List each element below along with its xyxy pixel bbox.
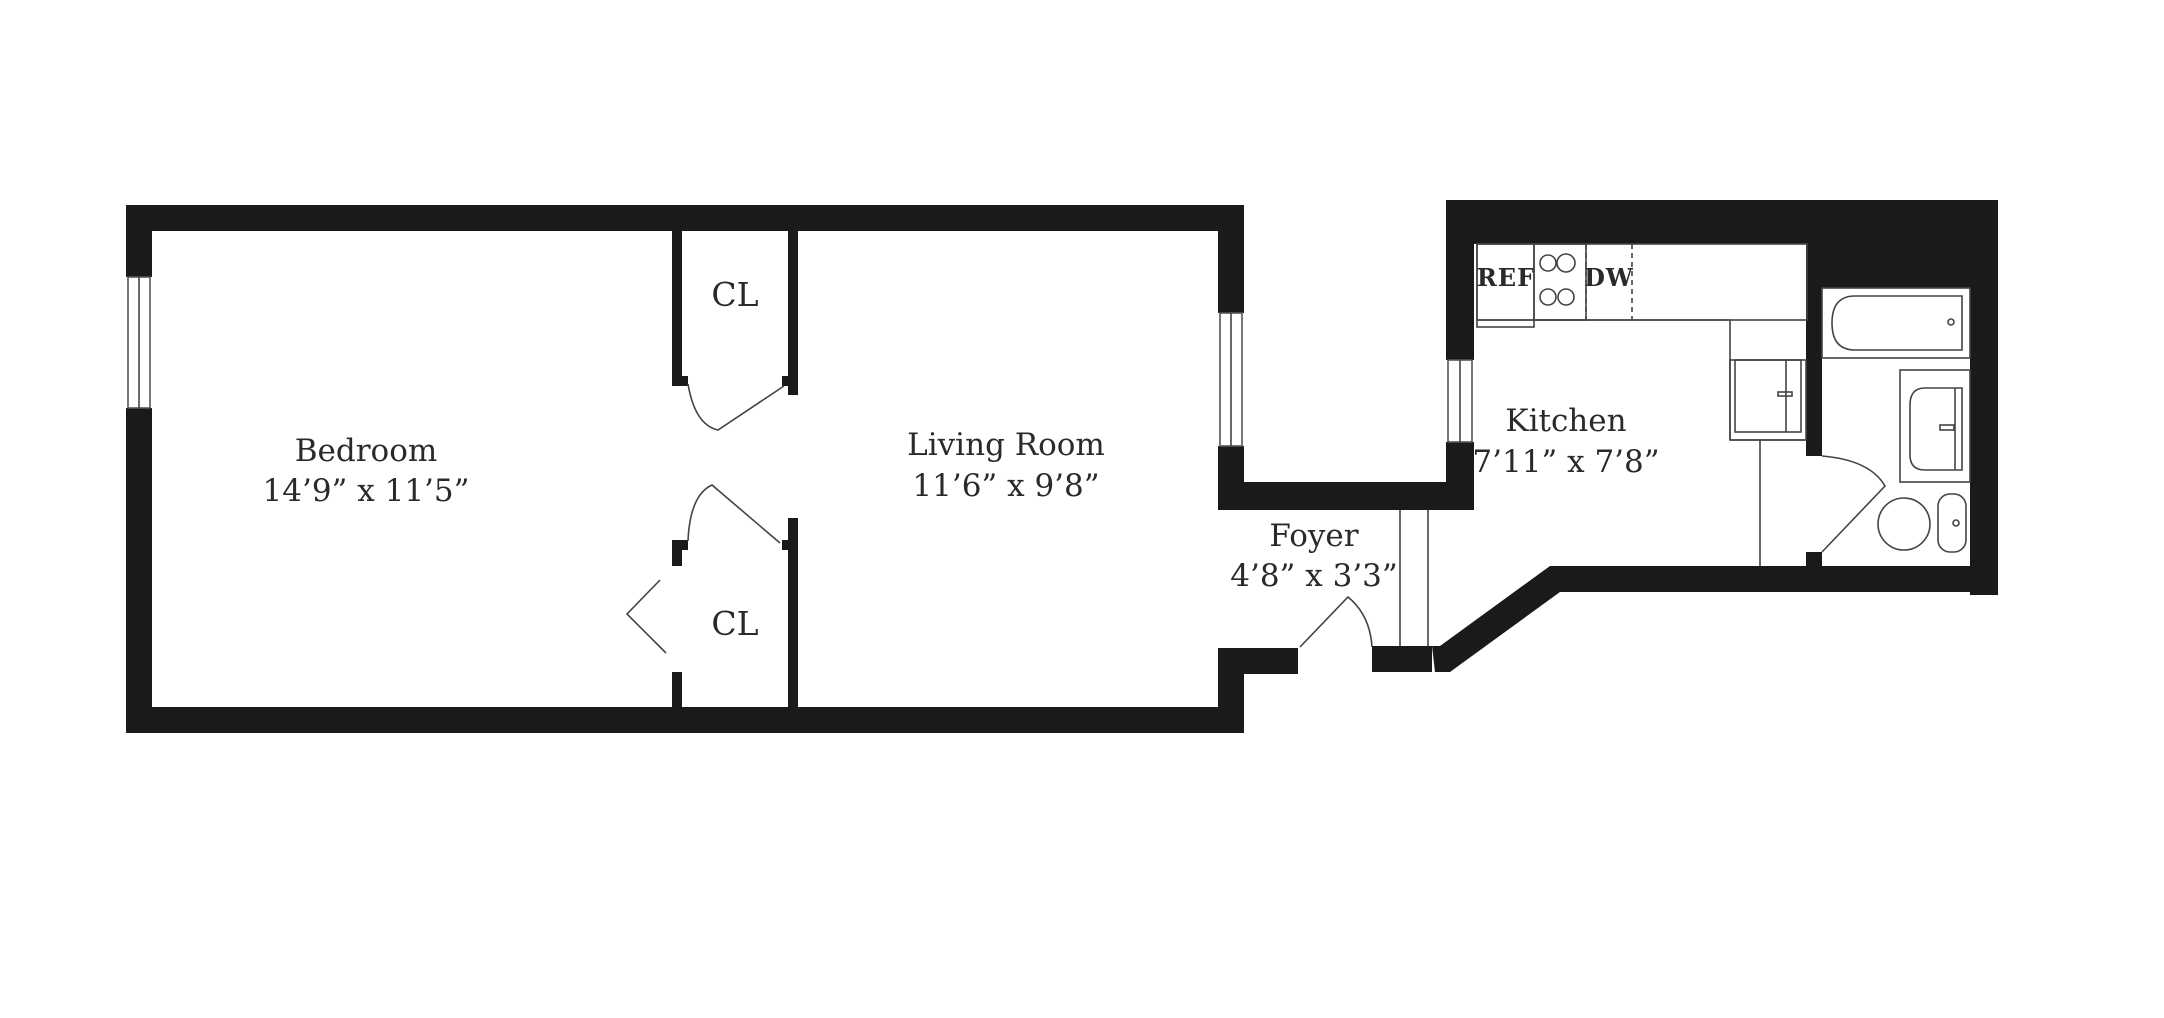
- bathroom-door[interactable]: [1821, 455, 1886, 553]
- dishwasher-label: DW: [1584, 263, 1634, 292]
- bathroom-sink-icon: [1909, 387, 1963, 471]
- bathroom: [1821, 287, 1971, 553]
- stove-icon: [1533, 243, 1587, 321]
- foyer-name: Foyer: [1269, 518, 1358, 554]
- closet-upper-label: CL: [711, 275, 758, 314]
- dishwasher: DW: [1584, 244, 1634, 320]
- room-foyer: Foyer 4’8” x 3’3”: [1230, 518, 1398, 594]
- room-living-room: Living Room 11’6” x 9’8”: [907, 427, 1105, 504]
- closet-lower-side-door[interactable]: [625, 579, 667, 654]
- kitchen-sink: [1734, 359, 1802, 433]
- closet-lower-door[interactable]: [687, 484, 781, 544]
- kitchen-name: Kitchen: [1505, 403, 1626, 439]
- closet-upper-door[interactable]: [687, 383, 785, 431]
- room-bedroom: Bedroom 14’9” x 11’5”: [263, 433, 470, 509]
- toilet-icon: [1877, 497, 1931, 551]
- bathtub-icon: [1831, 295, 1963, 351]
- living-room-name: Living Room: [907, 427, 1105, 463]
- room-kitchen: Kitchen 7’11” x 7’8”: [1472, 403, 1659, 480]
- living-room-dimensions: 11’6” x 9’8”: [912, 468, 1099, 504]
- bedroom-dimensions: 14’9” x 11’5”: [263, 473, 470, 509]
- refrigerator-label: REF: [1477, 263, 1535, 292]
- entry-door[interactable]: [1299, 595, 1373, 648]
- refrigerator: REF: [1476, 243, 1535, 328]
- closet-walls: [672, 228, 798, 710]
- bedroom-name: Bedroom: [295, 433, 438, 469]
- walls-kitchen-bath: [1432, 200, 1998, 672]
- closet-lower-label: CL: [711, 604, 758, 643]
- foyer-dimensions: 4’8” x 3’3”: [1230, 558, 1398, 594]
- walls-main: [126, 205, 1468, 733]
- kitchen-dimensions: 7’11” x 7’8”: [1472, 444, 1659, 480]
